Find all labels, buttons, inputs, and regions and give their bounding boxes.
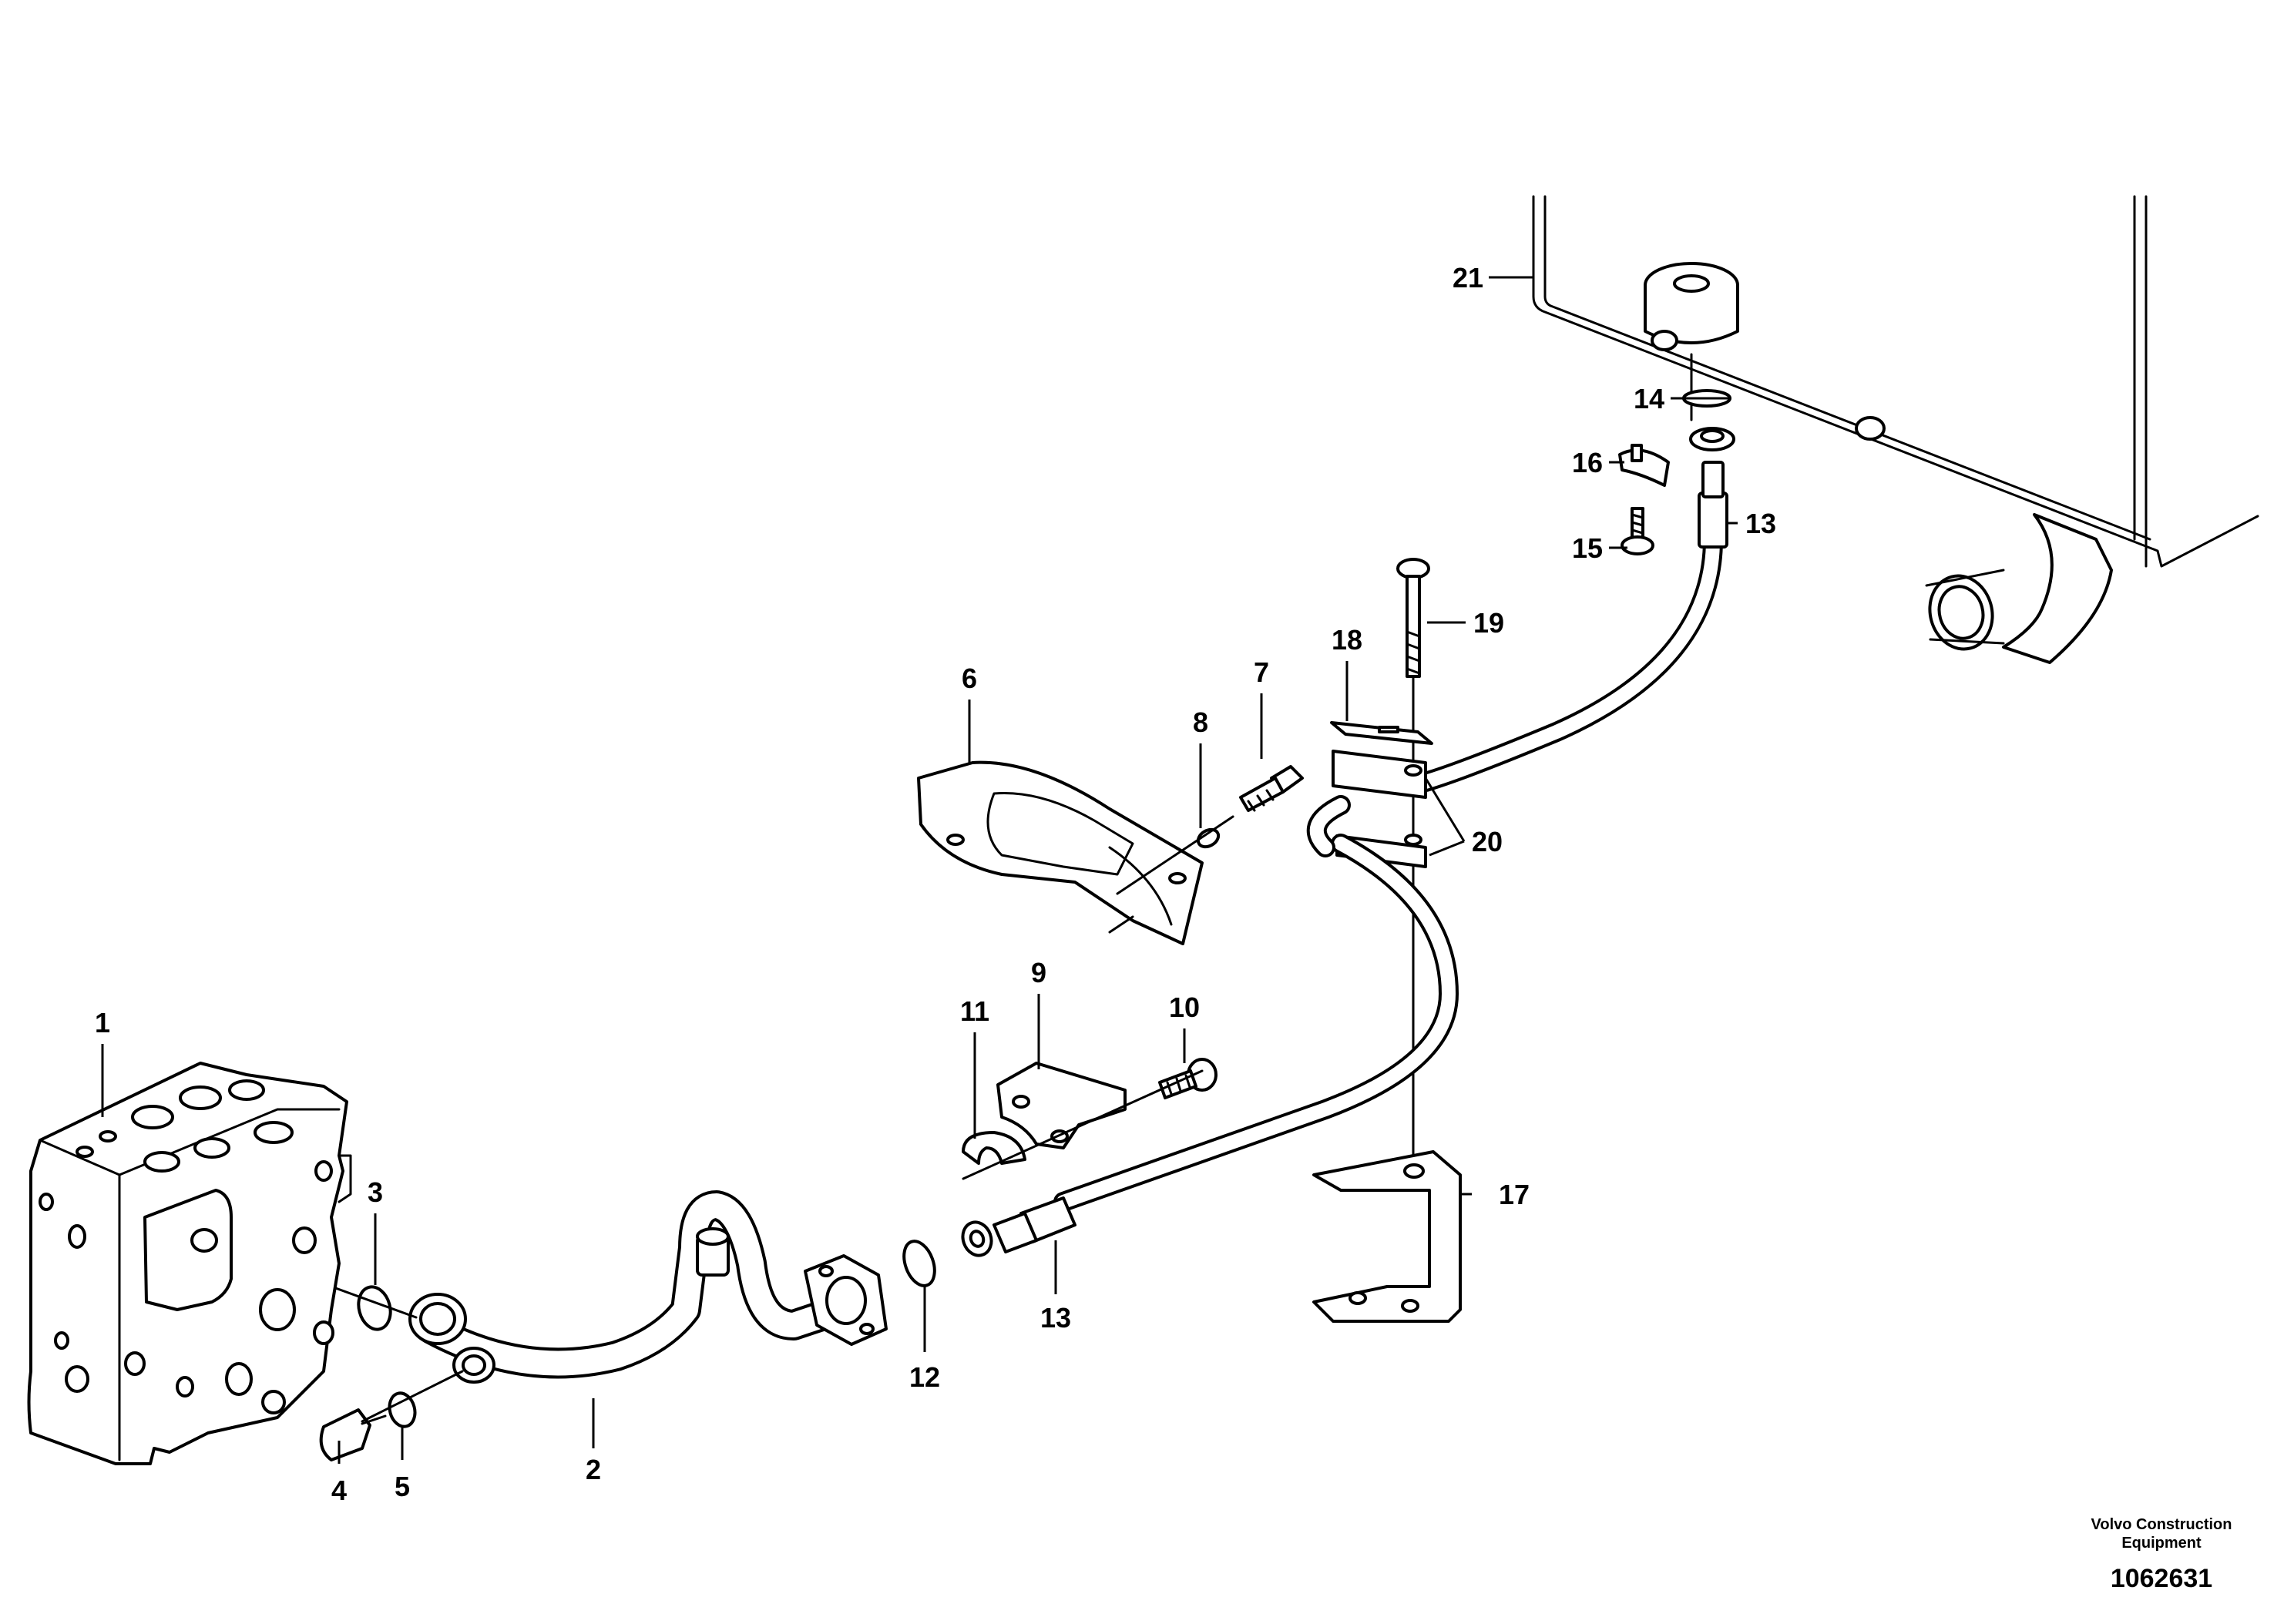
callout-3: 3 [368, 1176, 383, 1208]
hose-upper [1416, 353, 1735, 792]
bracket-6 [917, 760, 1204, 945]
control-valve-block-1 [27, 1062, 352, 1465]
hose-lower [961, 795, 1459, 1257]
o-ring-3 [357, 1285, 392, 1331]
callout-13-lower: 13 [1040, 1302, 1071, 1334]
plate-18 [1330, 721, 1433, 745]
leader-lines [101, 276, 1738, 1464]
callout-21: 21 [1453, 262, 1483, 294]
washer-8 [1196, 827, 1221, 849]
callout-14: 14 [1634, 383, 1664, 414]
hydraulic-tank [1532, 195, 2259, 664]
callout-13-upper: 13 [1745, 508, 1776, 539]
callout-15: 15 [1572, 532, 1603, 564]
callout-19: 19 [1473, 607, 1504, 639]
callout-5: 5 [395, 1471, 410, 1502]
publisher-block: Volvo Construction Equipment 1062631 [2091, 1516, 2232, 1593]
pipe-2 [408, 1190, 888, 1384]
callout-18: 18 [1332, 624, 1362, 656]
clamp-16 [1618, 444, 1670, 487]
callout-16: 16 [1572, 447, 1603, 478]
o-ring-12 [902, 1240, 936, 1287]
screw-7 [1239, 765, 1304, 812]
bolt-19 [1396, 558, 1430, 1165]
axis-6-7 [1116, 815, 1234, 895]
publisher-line-2: Equipment [2121, 1535, 2202, 1552]
callout-4: 4 [331, 1475, 347, 1506]
callout-12: 12 [909, 1361, 940, 1393]
callout-9: 9 [1031, 957, 1046, 988]
callout-17: 17 [1499, 1179, 1530, 1210]
callout-11: 11 [960, 995, 989, 1027]
callout-10: 10 [1169, 992, 1200, 1023]
o-ring-5 [388, 1391, 417, 1428]
drawing-number: 1062631 [2111, 1564, 2212, 1593]
callout-20: 20 [1472, 826, 1503, 857]
callouts: 1 2 3 4 5 6 7 8 9 10 11 12 13 13 14 15 1… [95, 262, 1776, 1506]
callout-8: 8 [1193, 706, 1208, 738]
screw-10 [1158, 1058, 1218, 1099]
callout-2: 2 [586, 1454, 601, 1485]
screw-15 [1621, 507, 1654, 555]
axis-plug-pipe [361, 1370, 464, 1423]
plug-4 [319, 1408, 387, 1461]
callout-1: 1 [95, 1007, 110, 1038]
callout-6: 6 [962, 663, 977, 694]
bracket-17 [1312, 1150, 1462, 1323]
callout-7: 7 [1254, 656, 1269, 688]
clamp-11 [962, 1069, 1204, 1180]
publisher-line-1: Volvo Construction [2091, 1516, 2232, 1533]
